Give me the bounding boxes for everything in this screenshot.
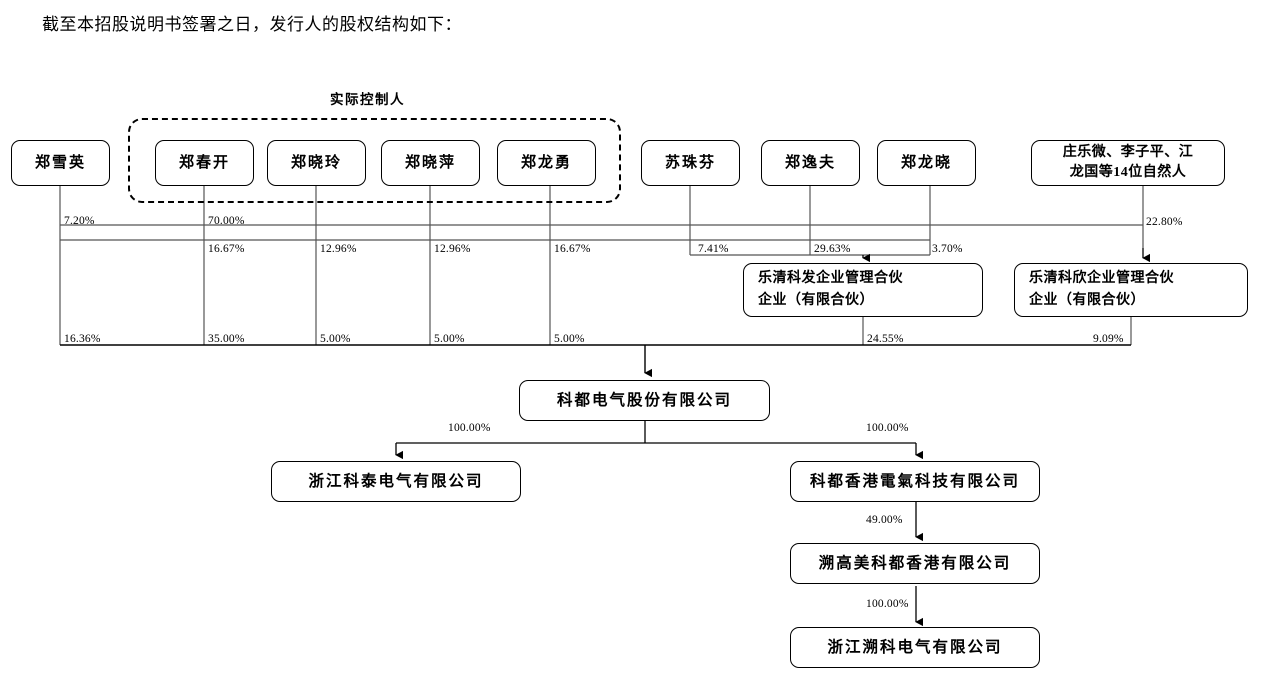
node-company-ketai[interactable]: 浙江科泰电气有限公司	[271, 461, 521, 502]
pct-xiaoping-issuer: 5.00%	[434, 333, 465, 345]
node-person-zhengyifu[interactable]: 郑逸夫	[761, 140, 860, 186]
node-label: 郑龙晓	[900, 154, 952, 171]
node-person-zhengxiaoling[interactable]: 郑晓玲	[267, 140, 366, 186]
node-person-zhenglongxiao[interactable]: 郑龙晓	[877, 140, 976, 186]
node-label-line2: 企业（有限合伙）	[1029, 293, 1145, 308]
node-company-suke-zhejiang[interactable]: 浙江溯科电气有限公司	[790, 627, 1040, 668]
pct-chunkai-kexin: 16.67%	[208, 243, 245, 255]
node-person-zhengxiaoping[interactable]: 郑晓萍	[381, 140, 480, 186]
node-label: 郑雪英	[34, 154, 86, 171]
node-label: 浙江科泰电气有限公司	[308, 473, 484, 490]
pct-suzhufen-kefa: 7.41%	[698, 243, 729, 255]
node-label: 科都香港電氣科技有限公司	[809, 473, 1020, 490]
node-label-line1: 乐清科发企业管理合伙	[758, 271, 903, 286]
pct-kefa-issuer: 24.55%	[867, 333, 904, 345]
pct-xueying-kefa: 7.20%	[64, 215, 95, 227]
node-label: 郑龙勇	[520, 154, 572, 171]
pct-longyong-issuer: 5.00%	[554, 333, 585, 345]
node-label: 科都电气股份有限公司	[556, 392, 732, 409]
pct-chunkai-kefa: 70.00%	[208, 215, 245, 227]
pct-longxiao-kefa: 3.70%	[932, 243, 963, 255]
pct-sgmhk-sukezj: 100.00%	[866, 598, 909, 610]
node-person-suzhufen[interactable]: 苏珠芬	[641, 140, 740, 186]
node-person-group-others14[interactable]: 庄乐微、李子平、江 龙国等14位自然人	[1031, 140, 1225, 186]
pct-xiaoling-kexin: 12.96%	[320, 243, 357, 255]
node-label: 郑春开	[178, 154, 230, 171]
node-company-hk-electric[interactable]: 科都香港電氣科技有限公司	[790, 461, 1040, 502]
pct-xueying-issuer: 16.36%	[64, 333, 101, 345]
pct-issuer-ketai: 100.00%	[448, 422, 491, 434]
node-label: 浙江溯科电气有限公司	[827, 639, 1003, 656]
pct-chunkai-issuer: 35.00%	[208, 333, 245, 345]
node-person-zhenglongyong[interactable]: 郑龙勇	[497, 140, 596, 186]
node-company-sgm-hk[interactable]: 溯高美科都香港有限公司	[790, 543, 1040, 584]
node-person-zhengxueying[interactable]: 郑雪英	[11, 140, 110, 186]
node-label-line1: 庄乐微、李子平、江	[1062, 145, 1194, 160]
node-label: 郑逸夫	[784, 154, 836, 171]
node-label-line2: 龙国等14位自然人	[1069, 165, 1187, 180]
node-label-line1: 乐清科欣企业管理合伙	[1029, 271, 1174, 286]
pct-xiaoling-issuer: 5.00%	[320, 333, 351, 345]
pct-issuer-hkelec: 100.00%	[866, 422, 909, 434]
node-partnership-kexin[interactable]: 乐清科欣企业管理合伙 企业（有限合伙）	[1014, 263, 1248, 317]
pct-zhengyifu-kefa: 29.63%	[814, 243, 851, 255]
node-partnership-kefa[interactable]: 乐清科发企业管理合伙 企业（有限合伙）	[743, 263, 983, 317]
pct-xiaoping-kexin: 12.96%	[434, 243, 471, 255]
node-label: 郑晓玲	[290, 154, 342, 171]
node-label: 溯高美科都香港有限公司	[818, 555, 1012, 572]
actual-controller-group	[128, 118, 621, 203]
pct-kexin-issuer: 9.09%	[1093, 333, 1124, 345]
pct-hkelec-sgmhk: 49.00%	[866, 514, 903, 526]
node-person-zhengchunkai[interactable]: 郑春开	[155, 140, 254, 186]
node-label: 郑晓萍	[404, 154, 456, 171]
node-company-issuer[interactable]: 科都电气股份有限公司	[519, 380, 770, 421]
intro-text: 截至本招股说明书签署之日，发行人的股权结构如下：	[42, 15, 462, 34]
pct-longyong-kexin: 16.67%	[554, 243, 591, 255]
node-label: 苏珠芬	[664, 154, 716, 171]
node-label-line2: 企业（有限合伙）	[758, 293, 874, 308]
pct-others14-kexin: 22.80%	[1146, 216, 1183, 228]
actual-controller-label: 实际控制人	[330, 92, 405, 107]
